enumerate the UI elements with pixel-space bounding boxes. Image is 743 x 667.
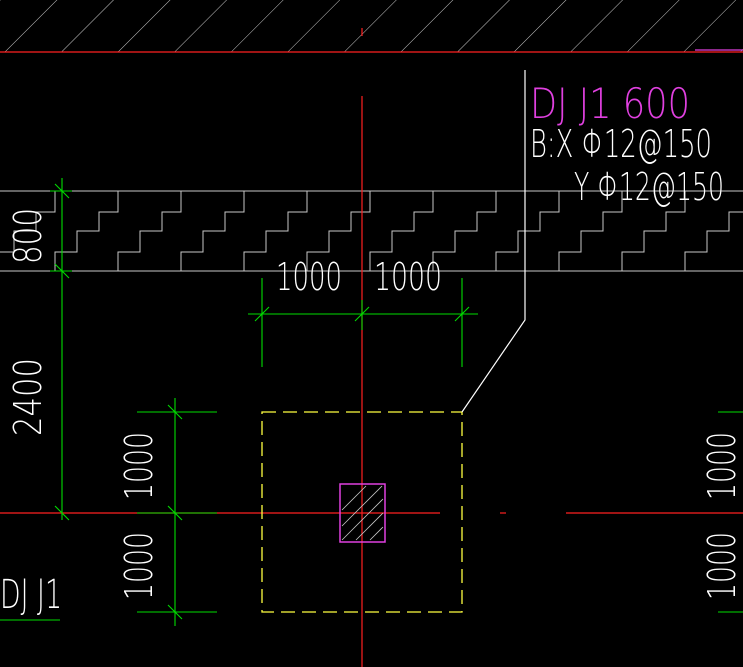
stepped-band [0,190,743,272]
footing-partial-label: DJ J1 [0,572,62,618]
column[interactable] [339,483,386,543]
rebar-x-label: B:X Φ12@150 [530,122,712,166]
band-steps [0,191,743,271]
dim-top-right-1000: 1000 [374,255,442,299]
dimension-lines [0,178,743,626]
axis-lines [0,28,743,667]
dim-top-left-1000: 1000 [276,255,342,299]
dim-left-lower-1000: 1000 [117,532,161,600]
dim-right-lower-1000: 1000 [700,532,743,600]
rebar-y-label: Y Φ12@150 [574,165,724,209]
footing-name-label: DJ J1 600 [530,79,690,128]
footing-outline[interactable] [261,411,463,613]
dim-left-upper-1000: 1000 [117,432,161,500]
leader-line [461,70,526,413]
dim-2400: 2400 [6,358,50,436]
dim-band-800: 800 [6,208,50,264]
dim-right-upper-1000: 1000 [700,432,743,500]
top-beam-hatch [0,0,743,53]
